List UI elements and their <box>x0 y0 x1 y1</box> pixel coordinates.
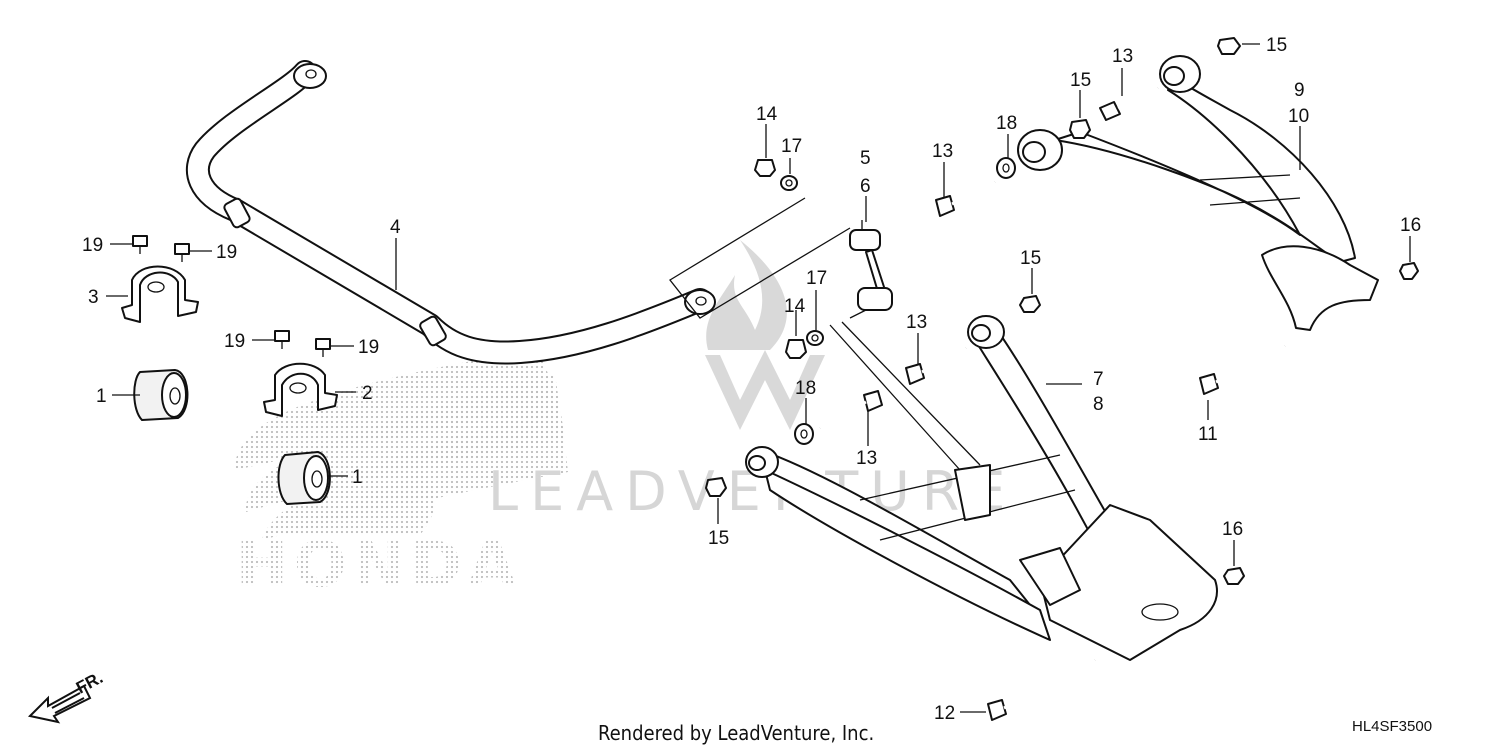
callout-7: 7 <box>1093 369 1104 390</box>
callout-19d: 19 <box>358 337 379 358</box>
bracket-3 <box>121 265 199 323</box>
nut-15-d <box>705 477 727 497</box>
callout-3: 3 <box>88 287 99 308</box>
callout-16b: 16 <box>1222 519 1243 540</box>
bolt-13-b <box>935 180 996 217</box>
bolt-13-c <box>905 346 967 385</box>
callout-18b: 18 <box>795 378 816 399</box>
callout-14a: 14 <box>756 104 778 125</box>
callout-2: 2 <box>362 383 373 404</box>
nut-15-b <box>1069 119 1091 139</box>
callout-13b: 13 <box>932 141 953 162</box>
bolt-19-b <box>174 243 190 262</box>
washer-18-a <box>996 157 1016 179</box>
nut-14-a <box>754 159 776 177</box>
honda-logo-text: HONDA <box>236 528 522 601</box>
bushing-lower <box>277 451 331 505</box>
front-direction-arrow: FR. <box>27 668 106 724</box>
lower-arm <box>745 315 1218 661</box>
washer-18-b <box>794 423 814 445</box>
leadventure-watermark: LEADVENTURE <box>488 240 1017 523</box>
callout-labels: 1 1 2 3 4 5 6 7 8 9 10 11 12 13 13 13 13… <box>82 35 1421 724</box>
bracket-2 <box>263 362 338 417</box>
callout-17b: 17 <box>806 268 827 289</box>
callout-5: 5 <box>860 148 871 169</box>
footer-credit: Rendered by LeadVenture, Inc. <box>598 721 874 745</box>
nut-16-b <box>1223 567 1245 585</box>
callout-9: 9 <box>1294 80 1305 101</box>
callout-19a: 19 <box>82 235 103 256</box>
stabilizer-link <box>849 220 893 319</box>
callout-15d: 15 <box>708 528 729 549</box>
callout-12: 12 <box>934 703 955 724</box>
callout-11: 11 <box>1198 424 1218 445</box>
bolt-19-c <box>274 330 290 349</box>
bolt-11 <box>1199 344 1286 395</box>
leadventure-text: LEADVENTURE <box>488 460 1017 523</box>
callout-8: 8 <box>1093 394 1104 415</box>
callout-15c: 15 <box>1020 248 1041 269</box>
washer-17-b <box>806 330 824 346</box>
callout-16a: 16 <box>1400 215 1421 236</box>
leader-lines <box>106 43 1411 713</box>
callout-18a: 18 <box>996 113 1017 134</box>
callout-10: 10 <box>1288 106 1309 127</box>
nut-15-a <box>1217 37 1241 55</box>
bolt-19-a <box>132 235 148 254</box>
callout-1a: 1 <box>96 386 107 407</box>
callout-15a: 15 <box>1266 35 1287 56</box>
callout-19b: 19 <box>216 242 237 263</box>
callout-13c: 13 <box>906 312 927 333</box>
nut-16-a <box>1399 262 1419 280</box>
bolt-13-a <box>1099 86 1159 121</box>
callout-13d: 13 <box>856 448 877 469</box>
upper-arm <box>1017 55 1379 331</box>
nut-14-b <box>785 339 807 359</box>
callout-15b: 15 <box>1070 70 1091 91</box>
callout-13a: 13 <box>1112 46 1133 67</box>
bolt-19-d <box>315 338 331 357</box>
callout-6: 6 <box>860 176 871 197</box>
bolt-13-d <box>819 390 883 430</box>
bushing-upper <box>133 369 189 421</box>
nut-15-c <box>1019 295 1041 313</box>
bolt-12 <box>987 658 1096 721</box>
callout-19c: 19 <box>224 331 245 352</box>
diagram-code: HL4SF3500 <box>1352 718 1432 735</box>
callout-1b: 1 <box>352 467 363 488</box>
callout-4: 4 <box>390 217 401 238</box>
callout-17a: 17 <box>781 136 802 157</box>
reference-lines <box>669 197 981 471</box>
callout-14b: 14 <box>784 296 806 317</box>
stabilizer-bar <box>185 60 716 365</box>
washer-17-a <box>780 175 798 191</box>
